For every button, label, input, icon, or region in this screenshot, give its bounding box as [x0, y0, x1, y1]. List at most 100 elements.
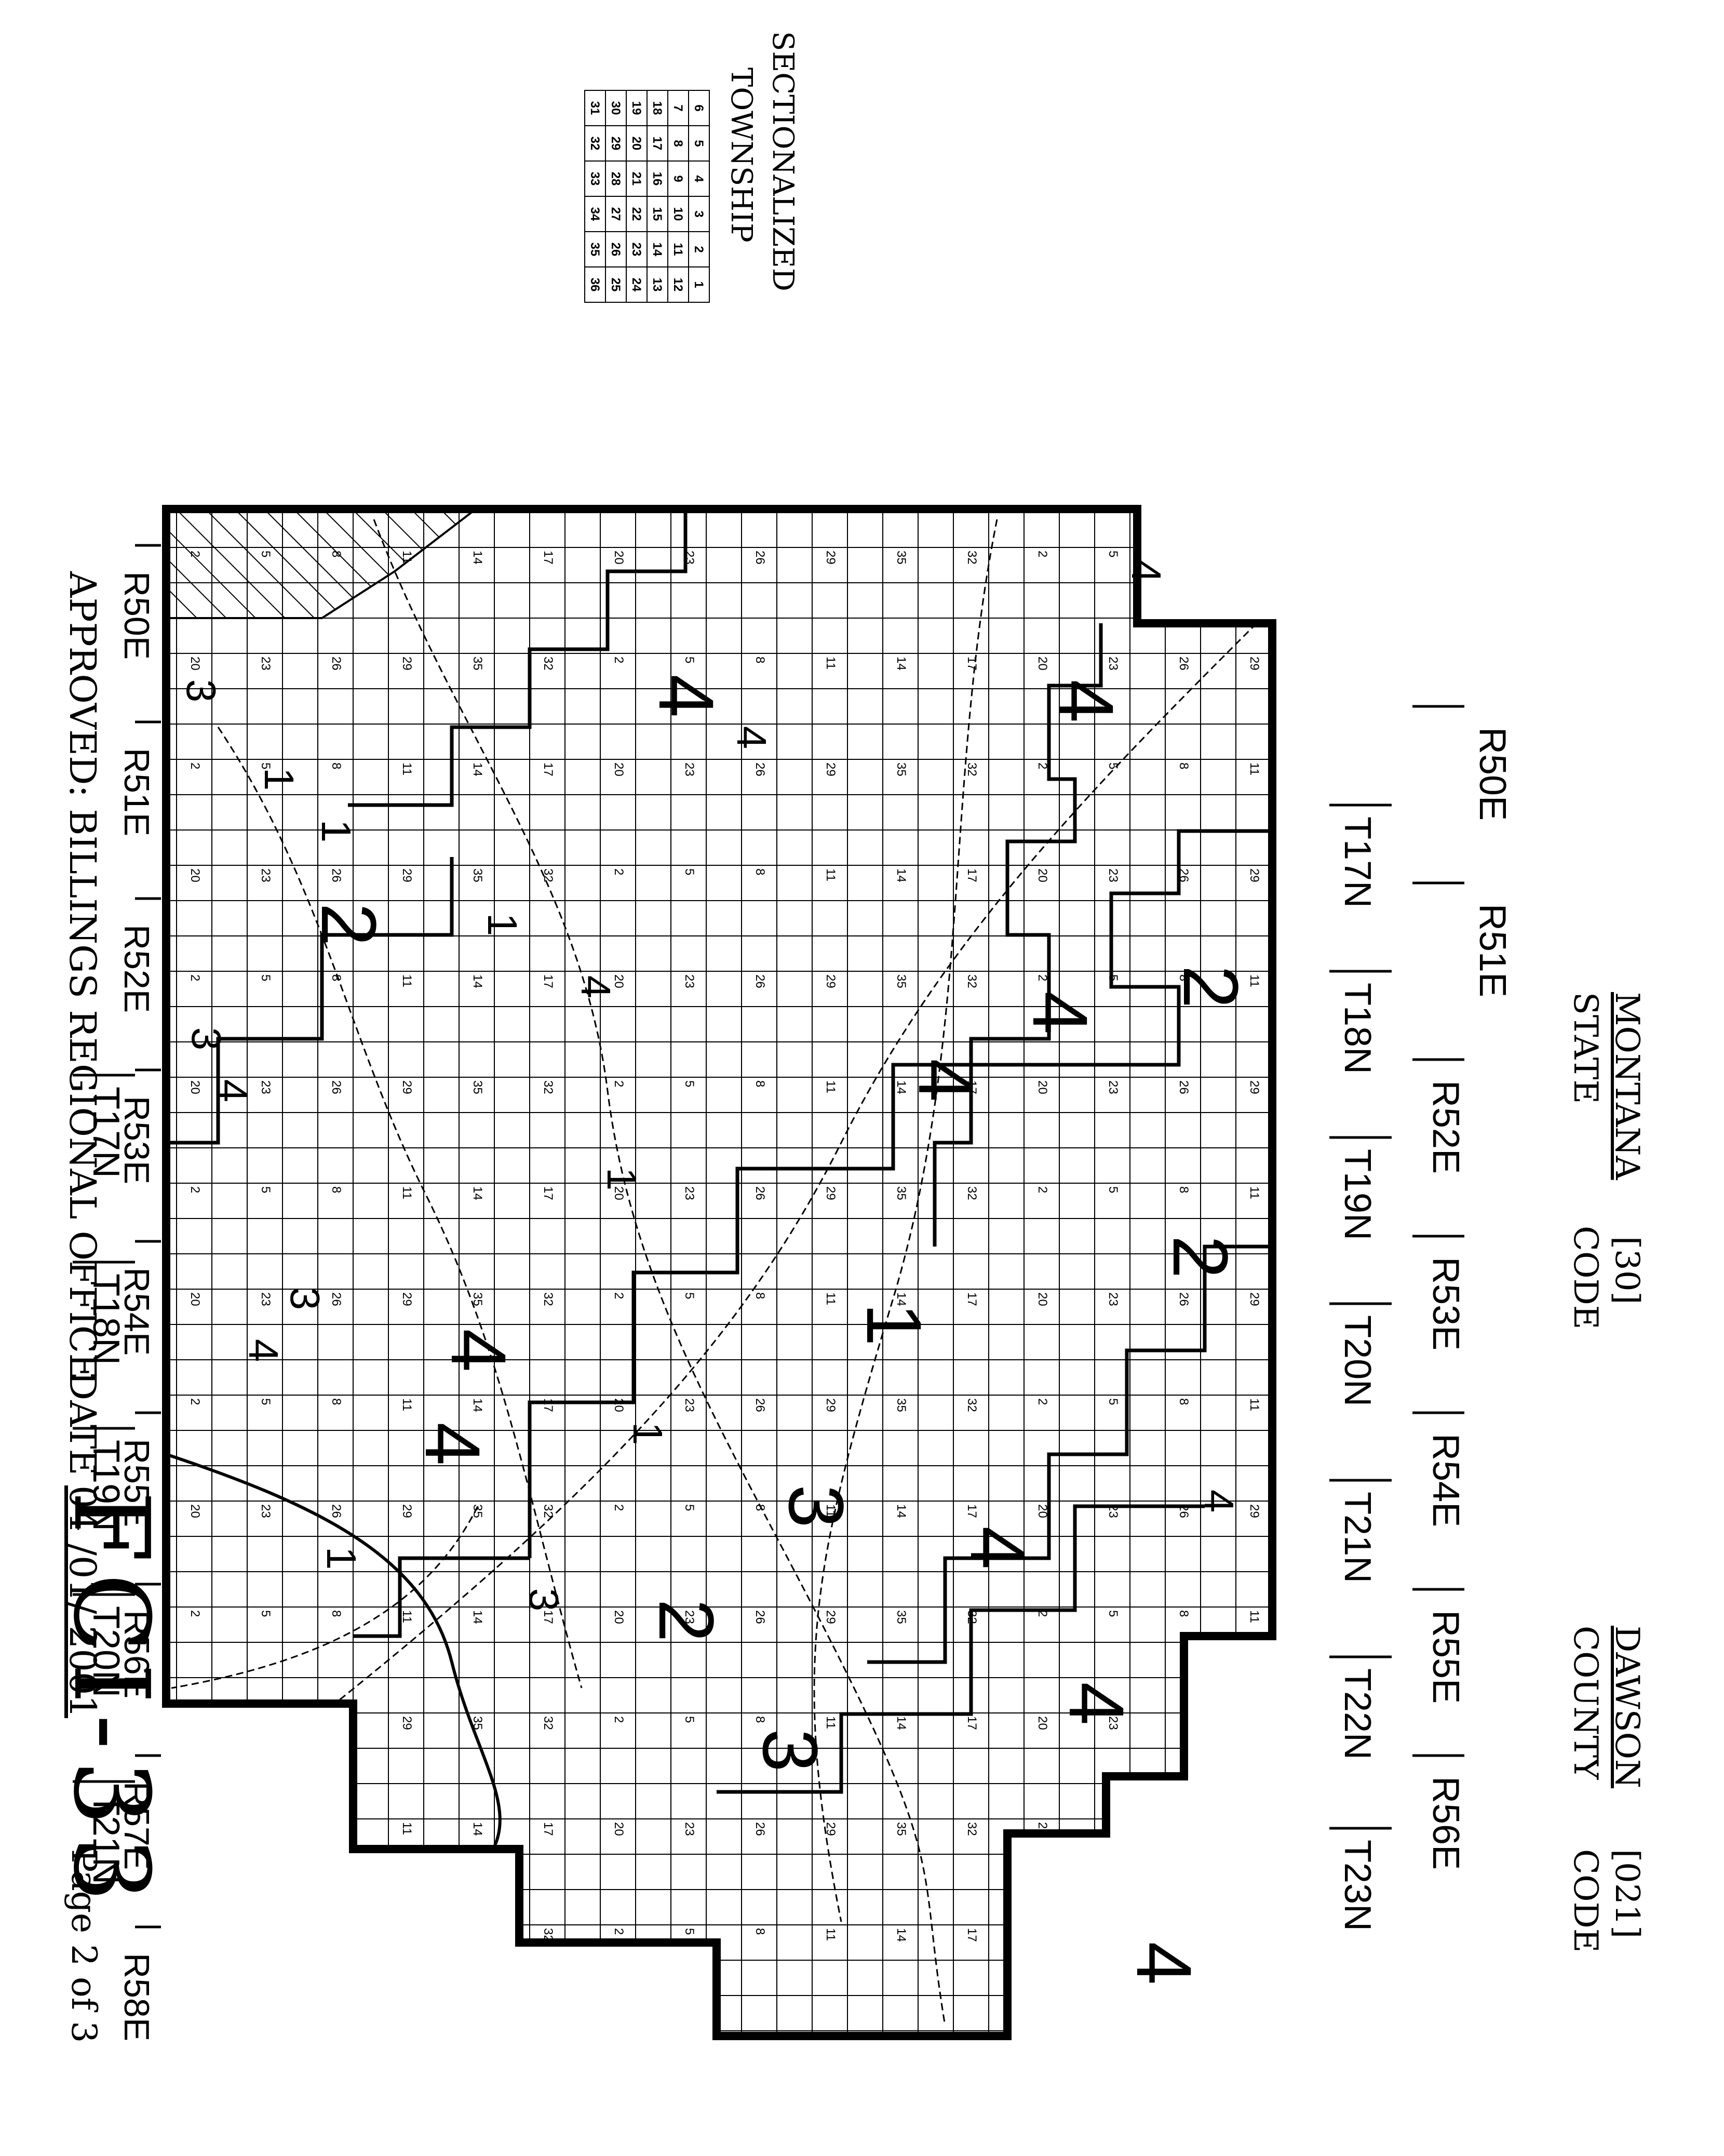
inset-cell-label: 27 — [609, 207, 623, 221]
section-number: 32 — [1389, 445, 1403, 459]
road-line — [171, 1506, 479, 1689]
inset-cell-label: 9 — [671, 175, 685, 182]
zone-number: 4 — [435, 1329, 522, 1372]
inset-cell-label: 5 — [692, 140, 706, 146]
zone-number: 1 — [479, 913, 526, 936]
section-number: 17 — [541, 974, 555, 988]
section-number: 26 — [753, 1822, 767, 1836]
section-number: 5 — [259, 1186, 273, 1193]
section-number: 32 — [1389, 868, 1403, 882]
section-number: 5 — [682, 1292, 696, 1299]
section-number: 23 — [1106, 1292, 1120, 1306]
section-number: 17 — [965, 1928, 979, 1942]
section-number: 20 — [188, 445, 202, 459]
range-label-bottom: R52E — [117, 925, 156, 1013]
inset-cell-label: 1 — [692, 281, 706, 288]
section-number: 20 — [612, 1610, 626, 1624]
section-number: 14 — [470, 974, 484, 988]
section-number: 35 — [1318, 657, 1332, 671]
inset-cell-label: 12 — [671, 278, 685, 292]
section-number: 23 — [1106, 1080, 1120, 1094]
section-number: 26 — [1177, 657, 1191, 671]
section-number: 35 — [470, 1080, 484, 1094]
section-number: 29 — [400, 1080, 414, 1094]
inset-cell-label: 16 — [650, 172, 664, 186]
section-number: 26 — [753, 1186, 767, 1200]
section-number: 8 — [753, 657, 767, 663]
section-number: 14 — [1318, 762, 1332, 776]
section-number: 29 — [400, 445, 414, 459]
section-number: 8 — [1177, 551, 1191, 557]
section-number: 14 — [1318, 1610, 1332, 1624]
section-number: 32 — [541, 1504, 555, 1518]
section-number: 17 — [541, 1610, 555, 1624]
section-number: 11 — [400, 974, 414, 987]
section-number: 26 — [329, 1504, 343, 1518]
range-label-top: R52E — [1425, 1080, 1466, 1174]
section-number: 5 — [1106, 762, 1120, 769]
hatched-area — [168, 511, 476, 619]
inset-cell-label: 32 — [588, 137, 602, 151]
section-number: 26 — [329, 868, 343, 882]
section-number: 32 — [541, 1080, 555, 1094]
section-number: 29 — [1247, 1080, 1261, 1094]
zone-number: 4 — [1121, 1941, 1208, 1985]
section-number: 35 — [1318, 1928, 1332, 1942]
section-number: 26 — [329, 1080, 343, 1094]
section-number: 20 — [188, 1080, 202, 1094]
zone-number: 2 — [1167, 965, 1255, 1008]
inset-cell-label: 19 — [629, 101, 643, 115]
section-number: 23 — [259, 657, 273, 671]
inset-cell-label: 31 — [588, 101, 602, 115]
inset-cell-label: 2 — [692, 246, 706, 252]
inset-cell-label: 21 — [629, 172, 643, 186]
section-number: 8 — [753, 1292, 767, 1299]
section-number: 35 — [1318, 1504, 1332, 1518]
road-line — [373, 519, 946, 2026]
section-number: 14 — [894, 445, 908, 459]
section-number: 2 — [612, 1080, 626, 1087]
section-number: 23 — [259, 445, 273, 459]
section-number: 17 — [1389, 1186, 1403, 1200]
section-number: 23 — [259, 1928, 273, 1942]
zone-number: 4 — [729, 726, 775, 749]
section-number: 14 — [470, 551, 484, 565]
section-number: 26 — [329, 1292, 343, 1306]
section-number: 20 — [188, 1716, 202, 1730]
zone-boundary — [348, 509, 688, 807]
section-number: 14 — [470, 762, 484, 776]
township-label: T17N — [1337, 816, 1378, 908]
section-number: 5 — [682, 1080, 696, 1087]
section-number: 14 — [1318, 551, 1332, 565]
zone-number: 4 — [1043, 679, 1130, 722]
zone-number: 1 — [313, 820, 359, 843]
section-number: 8 — [1177, 1398, 1191, 1405]
section-number: 20 — [612, 1398, 626, 1412]
section-number: 23 — [259, 1080, 273, 1094]
section-number: 17 — [965, 1716, 979, 1730]
section-number: 11 — [1247, 551, 1261, 564]
inset-cell-label: 24 — [629, 278, 643, 292]
section-number: 14 — [470, 1822, 484, 1836]
section-number: 11 — [1247, 762, 1261, 775]
date-label: DATE — [61, 1371, 104, 1476]
inset-cell-label: 25 — [609, 278, 623, 292]
section-number: 11 — [1247, 1398, 1261, 1411]
section-number: 29 — [824, 1186, 838, 1200]
section-number: 20 — [612, 974, 626, 988]
section-number: 5 — [259, 551, 273, 557]
section-number: 20 — [612, 762, 626, 776]
section-number: 11 — [1247, 1186, 1261, 1199]
section-number: 2 — [188, 1186, 202, 1193]
section-number: 8 — [1177, 1822, 1191, 1829]
section-number: 2 — [1035, 1822, 1049, 1829]
section-number: 17 — [1389, 1398, 1403, 1412]
township-label: T18N — [85, 1274, 127, 1365]
township-label: T20N — [85, 1606, 127, 1697]
section-number: 20 — [188, 1928, 202, 1942]
section-number: 20 — [612, 1186, 626, 1200]
zone-boundary — [528, 1063, 1049, 1558]
inset-cell-label: 30 — [609, 101, 623, 115]
section-number: 2 — [188, 762, 202, 769]
section-number: 35 — [894, 551, 908, 565]
